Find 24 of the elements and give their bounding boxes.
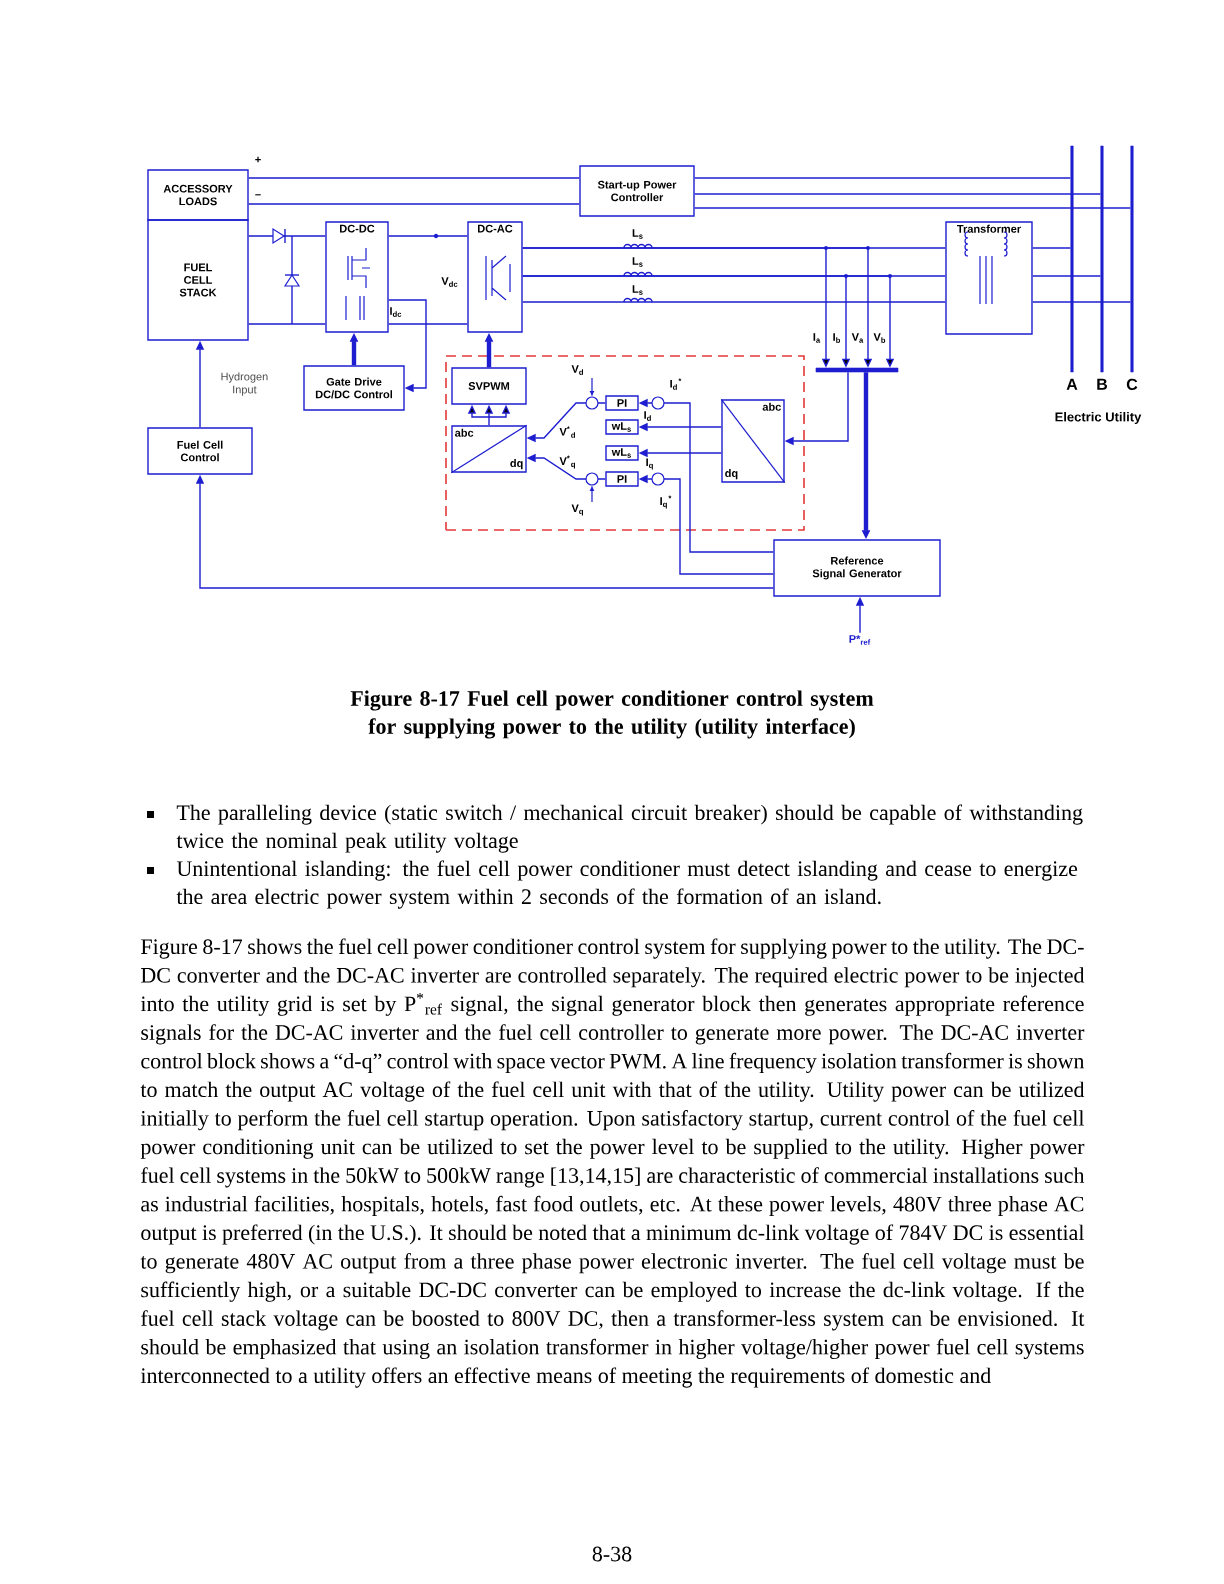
power-line (388, 235, 468, 325)
utility-bus-line (1070, 145, 1074, 373)
bullet-item: Unintentional islanding: the fuel cell power conditioner must detect islanding and cease to energize the area electric power system within 2 seconds of the formation of an island. (176, 860, 1078, 909)
arrow (388, 299, 427, 393)
phase-label: B (1097, 378, 1108, 390)
page-number: 8-38 (592, 1546, 632, 1562)
power-line (1032, 301, 1132, 303)
power-line (1032, 275, 1102, 277)
power-line (694, 193, 1102, 195)
power-line (522, 247, 946, 303)
power-line (1032, 247, 1072, 249)
utility-bus-line (1130, 145, 1134, 373)
power-line (694, 177, 1072, 179)
measurement-bus (815, 367, 899, 373)
power-line (248, 177, 580, 205)
phase-label: A (1066, 378, 1078, 390)
bullet-item: The paralleling device (static switch / mechanical circuit breaker) should be capable of withstanding twice the nominal peak utility voltage (176, 804, 1083, 853)
phase-label: C (1126, 378, 1138, 391)
figure-caption: Figure 8-17 Fuel cell power conditioner control system for supplying power to the utility (utility interface) (350, 690, 874, 739)
power-line (248, 235, 326, 325)
body-paragraph: Figure 8-17 shows the fuel cell power conditioner control system for supplying power to the utility. The DC-DC converter and the DC-AC inverter are controlled separately. The required electric power to be injected into the utility grid is set by P$^{*}$$_{ref}$ signal, the signal generator block then generates appropriate reference signals for the DC-AC inverter and the fuel cell controller to generate more power. The DC-AC inverter control block shows a “d-q” control with space vector PWM. A line frequency isolation transformer is shown to match the output AC voltage of the fuel cell unit with that of the utility. Utility power can be utilized initially to perform the fuel cell startup operation. Upon satisfactory startup, current control of the fuel cell power conditioning unit can be utilized to set the power level to be supplied to the utility. Higher power fuel cell systems in the 50kW to 500kW range [13,14,15] are characteristic of commercial installations such as industrial facilities, hospitals, hotels, fast food outlets, etc. At these power levels, 480V three phase AC output is preferred (in the U.S.). It should be noted that a minimum dc-link voltage of 784V DC is essential to generate 480V AC output from a three phase power electronic inverter. The fuel cell voltage must be sufficiently high, or a suitable DC-DC converter can be employed to increase the dc-link voltage. If the fuel cell stack voltage can be boosted to 800V DC, then a transformer-less system can be envisioned. It should be emphasized that using an isolation transformer in higher voltage/higher power fuel cell systems interconnected to a utility offers an effective means of meeting the requirements of domestic and (140, 938, 1085, 1388)
utility-bus-line (1100, 145, 1104, 373)
dashed-control-region (445, 355, 805, 531)
power-line (694, 207, 1132, 209)
